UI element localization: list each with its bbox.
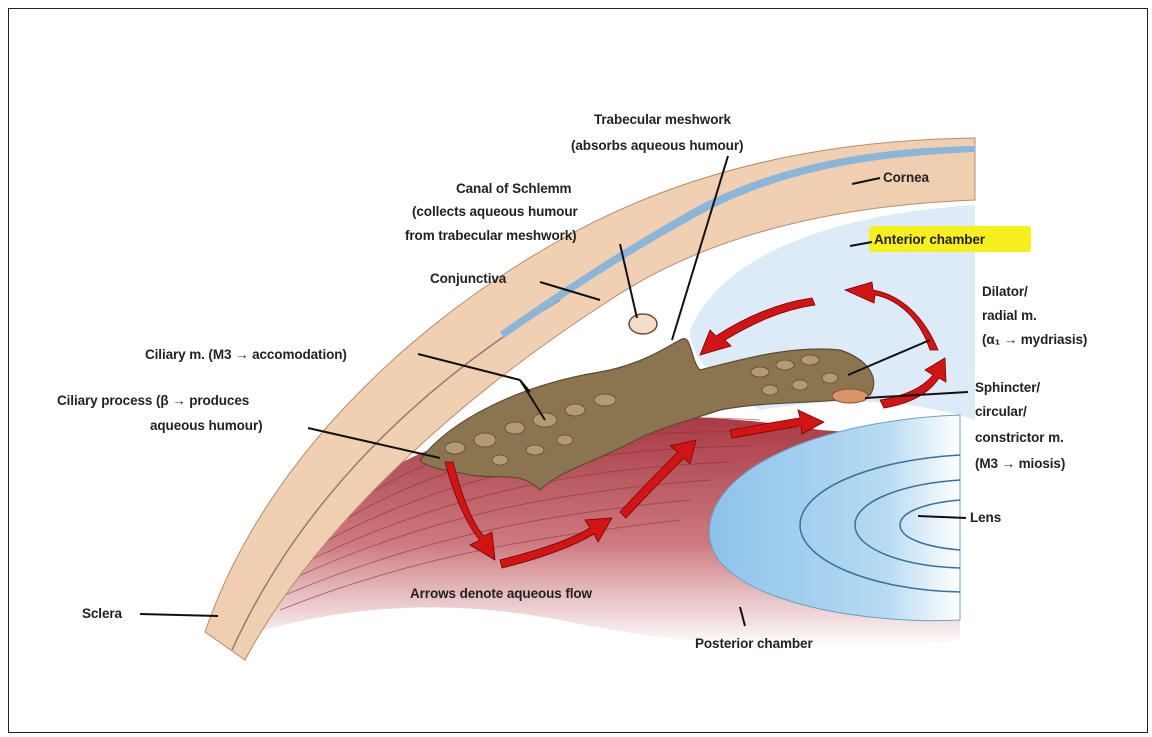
label-cornea: Cornea <box>883 170 930 185</box>
label-dilator-3: (α₁ → mydriasis) <box>982 332 1087 347</box>
label-trabecular-meshwork: Trabecular meshwork <box>594 112 732 127</box>
label-dilator-1: Dilator/ <box>982 284 1028 299</box>
label-ciliary-process-1: Ciliary process (β → produces <box>57 393 249 408</box>
label-anterior-chamber: Anterior chamber <box>874 232 986 247</box>
label-arrows-note: Arrows denote aqueous flow <box>410 586 593 601</box>
label-trabecular-note: (absorbs aqueous humour) <box>571 138 743 153</box>
label-dilator-2: radial m. <box>982 308 1037 323</box>
label-sphincter-1: Sphincter/ <box>975 380 1040 395</box>
label-canal-of-schlemm: Canal of Schlemm <box>456 181 572 196</box>
label-schlemm-note-1: (collects aqueous humour <box>412 204 578 219</box>
label-posterior-chamber: Posterior chamber <box>695 636 813 651</box>
label-sclera: Sclera <box>82 606 123 621</box>
label-sphincter-3: constrictor m. <box>975 430 1064 445</box>
label-sphincter-2: circular/ <box>975 404 1027 419</box>
label-conjunctiva: Conjunctiva <box>430 271 507 286</box>
label-ciliary-muscle: Ciliary m. (M3 → accomodation) <box>145 347 347 362</box>
canal-of-schlemm <box>629 314 657 334</box>
label-lens: Lens <box>970 510 1001 525</box>
label-sphincter-4: (M3 → miosis) <box>975 456 1065 471</box>
label-schlemm-note-2: from trabecular meshwork) <box>405 228 577 243</box>
label-ciliary-process-2: aqueous humour) <box>150 418 263 433</box>
sphincter-muscle <box>832 389 868 403</box>
